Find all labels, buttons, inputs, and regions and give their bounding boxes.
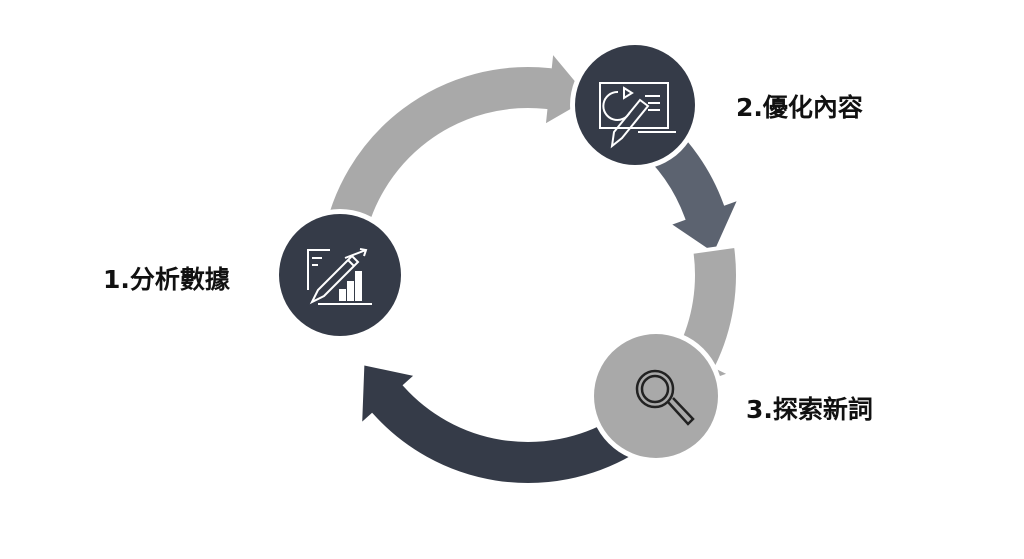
node-1 (274, 209, 406, 341)
arrow-step1-to-step2 (318, 45, 596, 249)
chart-pencil-icon (307, 248, 372, 305)
node-2 (570, 40, 700, 170)
magnifier-icon (635, 369, 695, 426)
step-3-label: 3.探索新詞 (746, 395, 873, 424)
laptop-pencil-icon (599, 82, 676, 149)
node-3 (589, 329, 723, 463)
step-2-label: 2.優化內容 (736, 93, 863, 122)
step-1-label: 1.分析數據 (103, 265, 230, 294)
arrow-step3-to-step1 (357, 360, 636, 487)
